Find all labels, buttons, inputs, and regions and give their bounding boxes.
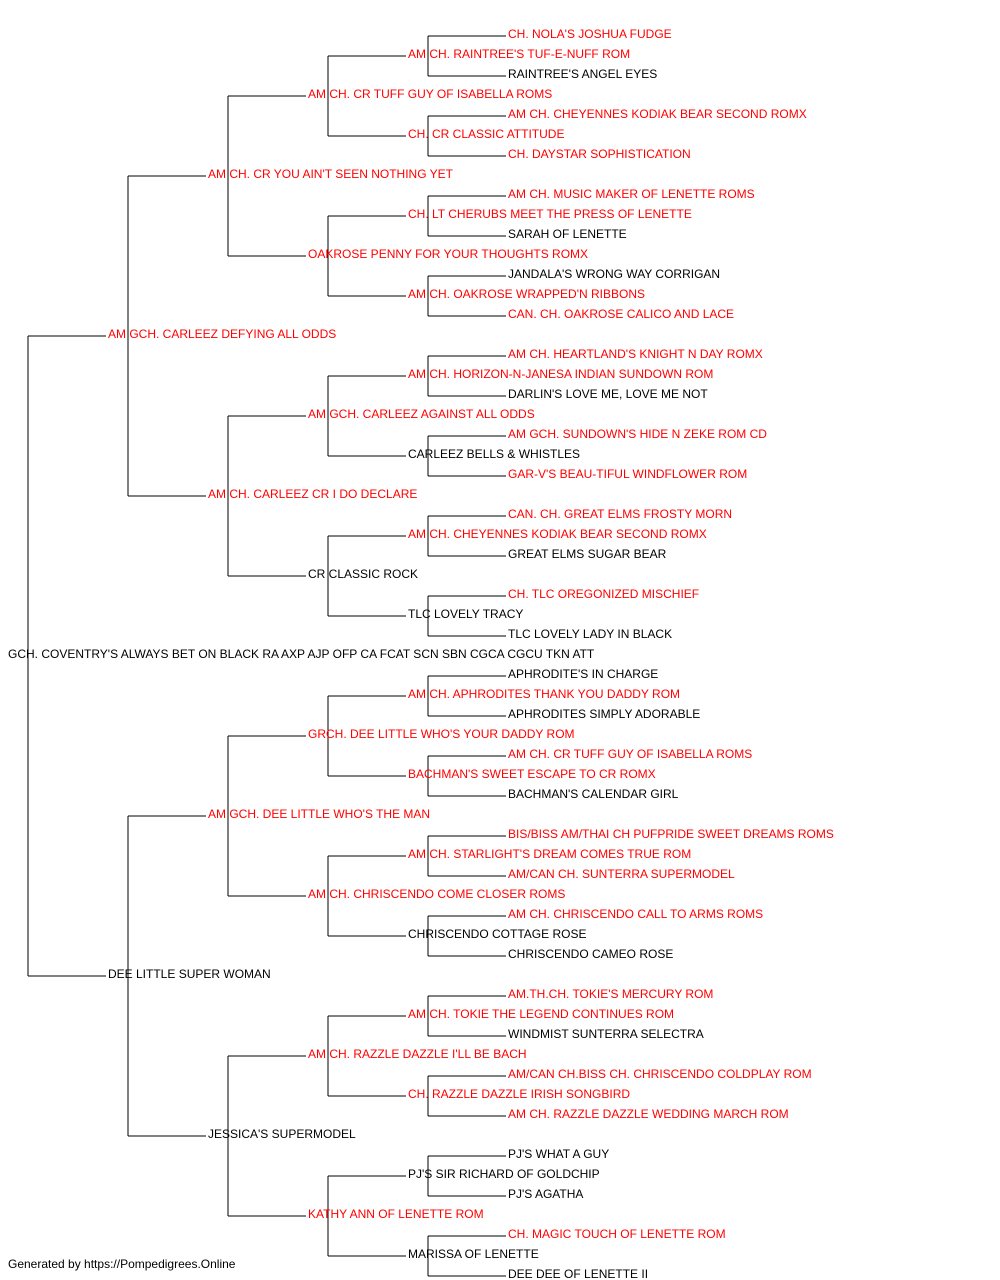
ancestor-name: CHRISCENDO COTTAGE ROSE [408, 927, 587, 941]
ancestor-name: AM CH. CHEYENNES KODIAK BEAR SECOND ROMX [508, 107, 807, 121]
ancestor-name: WINDMIST SUNTERRA SELECTRA [508, 1027, 704, 1041]
ancestor-name: TLC LOVELY TRACY [408, 607, 524, 621]
ancestor-name: AM CH. CHEYENNES KODIAK BEAR SECOND ROMX [408, 527, 707, 541]
ancestor-name: AM CH. OAKROSE WRAPPED'N RIBBONS [408, 287, 645, 301]
footer-credit: Generated by https://Pompedigrees.Online [8, 1257, 236, 1271]
ancestor-name: CH. CR CLASSIC ATTITUDE [408, 127, 565, 141]
ancestor-name: AM CH. RAZZLE DAZZLE WEDDING MARCH ROM [508, 1107, 789, 1121]
ancestor-name: CH. RAZZLE DAZZLE IRISH SONGBIRD [408, 1087, 631, 1101]
ancestor-name: AM CH. CHRISCENDO COME CLOSER ROMS [308, 887, 566, 901]
ancestor-name: BACHMAN'S CALENDAR GIRL [508, 787, 679, 801]
ancestor-name: KATHY ANN OF LENETTE ROM [308, 1207, 484, 1221]
ancestor-name: GRCH. DEE LITTLE WHO'S YOUR DADDY ROM [308, 727, 575, 741]
ancestor-name: CH. MAGIC TOUCH OF LENETTE ROM [508, 1227, 726, 1241]
ancestor-name: CAN. CH. OAKROSE CALICO AND LACE [508, 307, 735, 321]
ancestor-name: AM CH. CHRISCENDO CALL TO ARMS ROMS [508, 907, 764, 921]
ancestor-name: DEE DEE OF LENETTE II [508, 1267, 649, 1280]
ancestor-name: CH. TLC OREGONIZED MISCHIEF [508, 587, 700, 601]
ancestor-name: AM CH. TOKIE THE LEGEND CONTINUES ROM [408, 1007, 675, 1021]
ancestor-name: AM CH. CARLEEZ CR I DO DECLARE [208, 487, 418, 501]
ancestor-name: AM CH. APHRODITES THANK YOU DADDY ROM [408, 687, 681, 701]
ancestor-name: APHRODITES SIMPLY ADORABLE [508, 707, 701, 721]
ancestor-name: AM CH. RAZZLE DAZZLE I'LL BE BACH [308, 1047, 527, 1061]
ancestor-name: PJ'S WHAT A GUY [508, 1147, 610, 1161]
ancestor-name: DARLIN'S LOVE ME, LOVE ME NOT [508, 387, 708, 401]
ancestor-name: AM GCH. DEE LITTLE WHO'S THE MAN [208, 807, 431, 821]
ancestor-name: PJ'S SIR RICHARD OF GOLDCHIP [408, 1167, 600, 1181]
ancestor-name: RAINTREE'S ANGEL EYES [508, 67, 658, 81]
ancestor-name: AM CH. CR TUFF GUY OF ISABELLA ROMS [508, 747, 753, 761]
ancestor-name: CAN. CH. GREAT ELMS FROSTY MORN [508, 507, 733, 521]
ancestor-name: APHRODITE'S IN CHARGE [508, 667, 659, 681]
ancestor-name: AM CH. STARLIGHT'S DREAM COMES TRUE ROM [408, 847, 692, 861]
ancestor-name: AM CH. MUSIC MAKER OF LENETTE ROMS [508, 187, 755, 201]
ancestor-name: AM GCH. CARLEEZ AGAINST ALL ODDS [308, 407, 535, 421]
ancestor-name: CARLEEZ BELLS & WHISTLES [408, 447, 581, 461]
ancestor-name: OAKROSE PENNY FOR YOUR THOUGHTS ROMX [308, 247, 589, 261]
ancestor-name: BACHMAN'S SWEET ESCAPE TO CR ROMX [408, 767, 656, 781]
ancestor-name: AM CH. HORIZON-N-JANESA INDIAN SUNDOWN R… [408, 367, 714, 381]
ancestor-name: AM.TH.CH. TOKIE'S MERCURY ROM [508, 987, 714, 1001]
ancestor-name: AM/CAN CH. SUNTERRA SUPERMODEL [508, 867, 735, 881]
ancestor-name: JESSICA'S SUPERMODEL [208, 1127, 356, 1141]
ancestor-name: AM/CAN CH.BISS CH. CHRISCENDO COLDPLAY R… [508, 1067, 812, 1081]
ancestor-name: AM CH. HEARTLAND'S KNIGHT N DAY ROMX [508, 347, 763, 361]
ancestor-name: DEE LITTLE SUPER WOMAN [108, 967, 271, 981]
ancestor-name: CH. DAYSTAR SOPHISTICATION [508, 147, 691, 161]
ancestor-name: MARISSA OF LENETTE [408, 1247, 539, 1261]
ancestor-name: AM CH. CR TUFF GUY OF ISABELLA ROMS [308, 87, 553, 101]
ancestor-name: GREAT ELMS SUGAR BEAR [508, 547, 667, 561]
ancestor-name: JANDALA'S WRONG WAY CORRIGAN [508, 267, 721, 281]
ancestor-name: CH. NOLA'S JOSHUA FUDGE [508, 27, 672, 41]
ancestor-name: CHRISCENDO CAMEO ROSE [508, 947, 674, 961]
ancestor-name: CH. LT CHERUBS MEET THE PRESS OF LENETTE [408, 207, 692, 221]
ancestor-name: AM GCH. SUNDOWN'S HIDE N ZEKE ROM CD [508, 427, 767, 441]
ancestor-name: AM CH. CR YOU AIN'T SEEN NOTHING YET [208, 167, 453, 181]
ancestor-name: AM CH. RAINTREE'S TUF-E-NUFF ROM [408, 47, 631, 61]
ancestor-name: BIS/BISS AM/THAI CH PUFPRIDE SWEET DREAM… [508, 827, 834, 841]
ancestor-name: SARAH OF LENETTE [508, 227, 627, 241]
ancestor-name: TLC LOVELY LADY IN BLACK [508, 627, 673, 641]
ancestor-name: CR CLASSIC ROCK [308, 567, 419, 581]
ancestor-name: GAR-V'S BEAU-TIFUL WINDFLOWER ROM [508, 467, 748, 481]
ancestor-name: AM GCH. CARLEEZ DEFYING ALL ODDS [108, 327, 337, 341]
subject-name: GCH. COVENTRY'S ALWAYS BET ON BLACK RA A… [8, 647, 595, 661]
ancestor-name: PJ'S AGATHA [508, 1187, 584, 1201]
